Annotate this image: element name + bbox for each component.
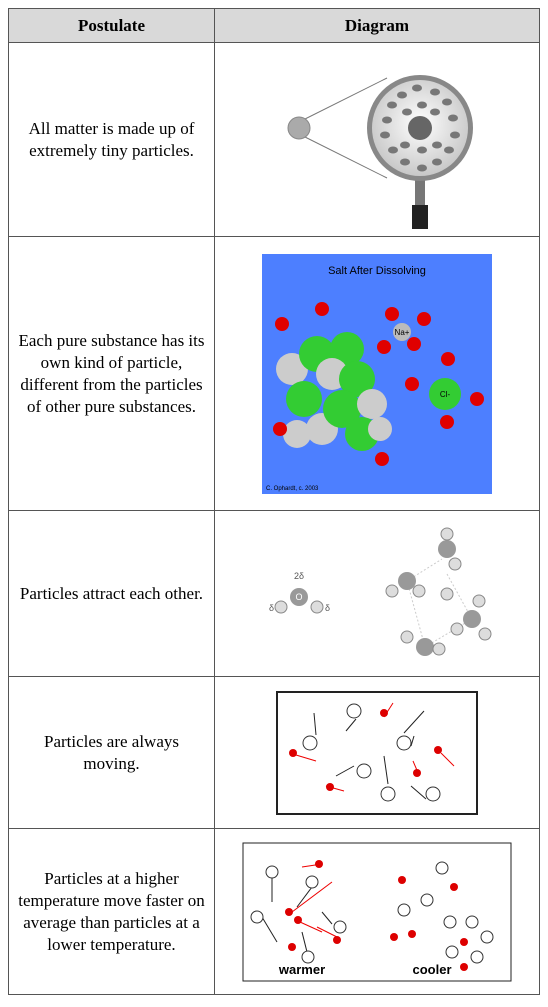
particle-dot [432,158,442,165]
table-row: Particles at a higher temperature move f… [8,828,540,995]
single-water-molecule: 2δ O δ δ [269,571,330,613]
image-credit: C. Ophardt, c. 2003 [266,486,319,492]
header-row: Postulate Diagram [8,8,540,43]
warmer-label: warmer [278,962,325,977]
postulate-text: Particles attract each other. [8,510,215,677]
partial-charge-label: 2δ [294,571,304,581]
water-attraction-diagram: 2δ O δ δ [214,510,540,677]
postulates-table: Postulate Diagram All matter is made up … [8,8,540,995]
particle-dot [400,141,410,148]
salt-crystal [276,331,392,451]
particle-dot [388,146,398,153]
water-cluster [406,558,473,647]
particle-dot [430,108,440,115]
magnifier-diagram [214,42,540,237]
particle-dot [442,98,452,105]
particle-dot [412,84,422,91]
particle-dot [402,108,412,115]
particle-dot [417,101,427,108]
table-row: Particles are always moving. [8,676,540,829]
postulate-text: Particles at a higher temperature move f… [8,828,215,995]
particle-dot [430,88,440,95]
postulate-text: Each pure substance has its own kind of … [8,236,215,511]
postulate-text: All matter is made up of extremely tiny … [8,42,215,237]
particle-dot [448,114,458,121]
particle-dot [432,141,442,148]
table-row: All matter is made up of extremely tiny … [8,42,540,237]
table-row: Particles attract each other. 2δ O δ δ [8,510,540,677]
particle-dot [387,101,397,108]
particle-dot [417,146,427,153]
postulate-header: Postulate [8,8,215,43]
svg-text:δ: δ [325,603,330,613]
particle-dot [400,158,410,165]
particle-dot [397,91,407,98]
particle-dot [380,131,390,138]
svg-text:O: O [295,592,302,602]
postulate-text: Particles are always moving. [8,676,215,829]
particle-dot [450,131,460,138]
sodium-label: Na+ [395,328,410,337]
particle-dot [417,164,427,171]
diagram-header: Diagram [214,8,540,43]
moving-particles-diagram [214,676,540,829]
chloride-label: Cl- [440,390,451,399]
cooler-label: cooler [412,962,451,977]
svg-text:δ: δ [269,603,274,613]
table-row: Each pure substance has its own kind of … [8,236,540,511]
salt-title: Salt After Dissolving [328,265,426,277]
particle-dot [382,116,392,123]
temperature-comparison-diagram: warmer cooler [214,828,540,995]
particle-dot [444,146,454,153]
water-molecules [273,301,484,466]
salt-dissolving-diagram: Salt After Dissolving [214,236,540,511]
